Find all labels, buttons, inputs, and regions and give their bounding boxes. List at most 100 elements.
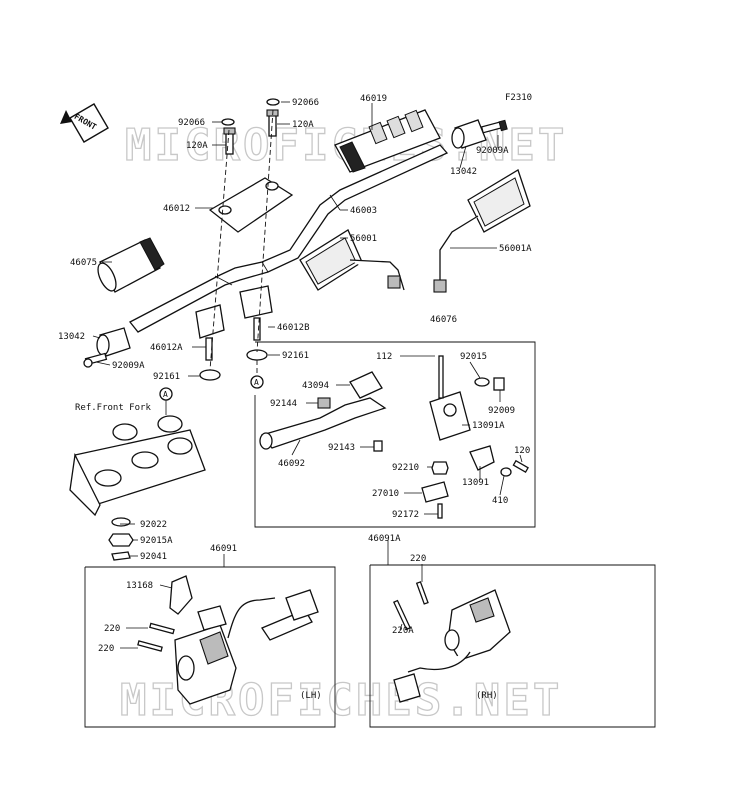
label-46091a: 46091A	[368, 534, 401, 544]
lh-switch-box	[84, 566, 336, 728]
label-112: 112	[376, 352, 392, 362]
label-46012: 46012	[163, 204, 190, 214]
washer-92066-left	[221, 118, 235, 126]
bolt-92009	[493, 377, 505, 391]
washer-410	[500, 467, 512, 477]
bolt-112	[438, 355, 444, 399]
label-46019: 46019	[360, 94, 387, 104]
label-92041: 92041	[140, 552, 167, 562]
label-46092: 46092	[278, 459, 305, 469]
bar-end-weight-right	[451, 119, 487, 149]
rh-switch-box	[369, 564, 656, 728]
front-arrow-icon: FRONT	[60, 103, 109, 143]
screw-220-rh	[415, 581, 429, 605]
clutch-lever	[259, 397, 387, 450]
label-92161-left: 92161	[153, 372, 180, 382]
label-92143: 92143	[328, 443, 355, 453]
label-220-b: 220	[98, 644, 114, 654]
spring-92144	[317, 397, 331, 409]
rh-label: (RH)	[476, 691, 498, 701]
label-46012a: 46012A	[150, 343, 183, 353]
lever-assembly-box	[254, 341, 536, 528]
bolt-120a-left	[223, 127, 236, 155]
label-13168: 13168	[126, 581, 153, 591]
screw-220-b	[137, 640, 163, 652]
rh-switch-housing	[444, 589, 511, 661]
bolt-92009a-bottom	[83, 352, 108, 368]
label-13091a: 13091A	[472, 421, 505, 431]
ref-front-fork-note: Ref.Front Fork	[75, 403, 151, 413]
label-92066-left: 92066	[178, 118, 205, 128]
label-92009: 92009	[488, 406, 515, 416]
label-46075: 46075	[70, 258, 97, 268]
ref-marker-a-upper: A	[250, 375, 264, 389]
label-56001a: 56001A	[499, 244, 532, 254]
screw-92172	[437, 503, 443, 519]
svg-text:A: A	[163, 390, 168, 399]
label-92015a: 92015A	[140, 536, 173, 546]
figure-code: F2310	[505, 93, 532, 103]
handlebar	[128, 144, 449, 333]
washer-92066-right	[266, 98, 280, 106]
lower-holder-b	[239, 285, 273, 341]
nut-92210	[431, 461, 449, 475]
label-27010: 27010	[372, 489, 399, 499]
washer-92015	[474, 377, 490, 387]
label-120: 120	[514, 446, 530, 456]
upper-holder	[208, 177, 294, 233]
label-13091: 13091	[462, 478, 489, 488]
right-grip	[334, 109, 441, 173]
label-92161-right: 92161	[282, 351, 309, 361]
switch-27010	[421, 481, 449, 503]
clip-92041	[111, 551, 131, 561]
mirror-left	[299, 229, 405, 291]
label-410: 410	[492, 496, 508, 506]
label-56001: 56001	[350, 234, 377, 244]
screw-120	[512, 459, 529, 473]
label-220a: 220A	[392, 626, 414, 636]
label-43094: 43094	[302, 381, 329, 391]
lever-holder	[429, 391, 471, 441]
label-92015: 92015	[460, 352, 487, 362]
label-92009a-bottom: 92009A	[112, 361, 145, 371]
label-13042-top: 13042	[450, 167, 477, 177]
washer-92022	[111, 517, 131, 527]
svg-text:A: A	[254, 378, 259, 387]
label-13042-bottom: 13042	[58, 332, 85, 342]
label-92172: 92172	[392, 510, 419, 520]
screw-220-a	[149, 622, 175, 635]
rh-wire-harness	[393, 651, 471, 703]
lever-13168	[169, 575, 193, 615]
left-grip	[97, 237, 165, 293]
label-92210: 92210	[392, 463, 419, 473]
screw-220a	[392, 599, 412, 631]
lever-pivot-43094	[349, 371, 383, 399]
label-120a-left: 120A	[186, 141, 208, 151]
label-220-rh: 220	[410, 554, 426, 564]
label-92009a-top: 92009A	[476, 146, 509, 156]
label-46003: 46003	[350, 206, 377, 216]
mirror-right	[433, 169, 531, 293]
label-220-a: 220	[104, 624, 120, 634]
label-46012b: 46012B	[277, 323, 310, 333]
bolt-92009a-top	[480, 119, 508, 134]
label-46076: 46076	[430, 315, 457, 325]
lh-label: (LH)	[300, 691, 322, 701]
label-46091: 46091	[210, 544, 237, 554]
collar-92143	[373, 440, 383, 452]
ref-marker-a-lower: A	[159, 387, 173, 401]
leader-lines	[92, 101, 523, 649]
bar-end-weight-left	[96, 327, 131, 357]
label-92144: 92144	[270, 399, 297, 409]
bracket-13091	[469, 445, 495, 471]
washer-92161-left	[199, 369, 221, 381]
nut-92015a	[108, 533, 134, 547]
label-120a-right: 120A	[292, 120, 314, 130]
lower-holder-a	[195, 304, 225, 361]
top-triple-clamp	[69, 415, 206, 517]
lh-wire-harness	[197, 589, 319, 641]
label-92022: 92022	[140, 520, 167, 530]
label-92066-right: 92066	[292, 98, 319, 108]
